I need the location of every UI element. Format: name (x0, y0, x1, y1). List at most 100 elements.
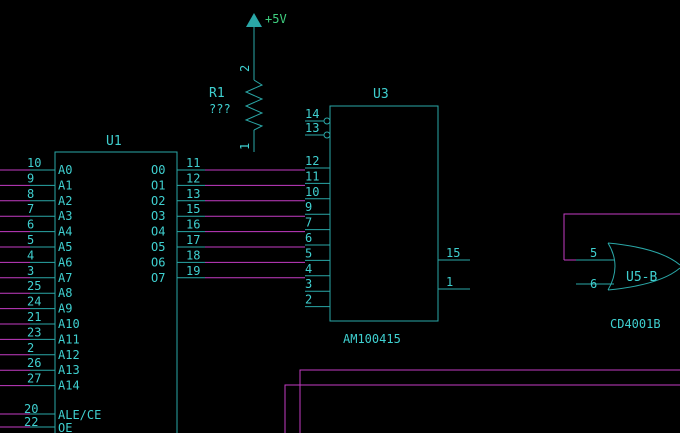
power-label: +5V (265, 12, 287, 26)
u1-pin-number: 24 (27, 295, 41, 309)
u3-pin-number: 14 (305, 107, 319, 121)
u1-pin-number: 18 (186, 248, 200, 262)
u3-left-pin-11[interactable]: 11 (305, 169, 330, 184)
u1-pin-name: A9 (58, 302, 72, 316)
u5-ref: U5-B (626, 270, 657, 285)
u3-right-pin-15[interactable]: 15 (438, 246, 470, 261)
u1-pin-name: O5 (151, 240, 165, 254)
u3-left-pin-10[interactable]: 10 (305, 185, 330, 200)
u3-pin-number: 9 (305, 200, 312, 214)
u3-ref: U3 (373, 87, 389, 102)
u3-pin-number: 10 (305, 185, 319, 199)
u1-pin-number: 26 (27, 356, 41, 370)
u3-pin-number: 3 (305, 277, 312, 291)
u1-pin-name: O7 (151, 271, 165, 285)
u1-pin-name: A10 (58, 317, 80, 331)
resistor-r1[interactable]: R1 ??? 2 1 (209, 60, 264, 152)
u1-pin-number: 7 (27, 202, 34, 216)
u3-right-pin-1[interactable]: 1 (438, 275, 470, 290)
u1-pin-name: O3 (151, 209, 165, 223)
inversion-bubble-icon (323, 131, 331, 139)
u3-top-pin-14[interactable]: 14 (305, 107, 331, 125)
wire-group (284, 213, 680, 433)
u1-pin-name: O0 (151, 163, 165, 177)
u1-pin-name: O2 (151, 194, 165, 208)
u3-left-pin-9[interactable]: 9 (305, 200, 330, 215)
u3-pin-number: 11 (305, 169, 319, 183)
inversion-bubble-icon (323, 117, 331, 125)
u3-left-pin-6[interactable]: 6 (305, 231, 330, 246)
u1-pin-name: A8 (58, 286, 72, 300)
u5-pin-a: 5 (590, 246, 597, 260)
u1-pin-name: A2 (58, 194, 72, 208)
u1-pin-number: 19 (186, 264, 200, 278)
r1-pin-top: 2 (238, 65, 252, 72)
u1-pin-number: 21 (27, 310, 41, 324)
u3-pin-number: 7 (305, 216, 312, 230)
power-arrow-icon (246, 13, 262, 27)
u3-left-pin-12[interactable]: 12 (305, 154, 330, 169)
gate-u5b[interactable]: 5 6 U5-B CD4001B (576, 242, 680, 331)
u1-pin-name: A5 (58, 240, 72, 254)
u5-part: CD4001B (610, 317, 661, 331)
u1-pin-number: 6 (27, 218, 34, 232)
u1-pin-name: O4 (151, 225, 165, 239)
u3-left-pin-2[interactable]: 2 (305, 293, 330, 308)
u1-pin-name: OE (58, 421, 72, 433)
u1-pin-number: 13 (186, 187, 200, 201)
u1-pin-number: 8 (27, 187, 34, 201)
u1-pin-number: 25 (27, 279, 41, 293)
u1-pin-name: A6 (58, 255, 72, 269)
u3-top-pin-13[interactable]: 13 (305, 121, 331, 139)
u1-pin-name: O6 (151, 255, 165, 269)
u3-left-pin-5[interactable]: 5 (305, 246, 330, 261)
u1-pin-name: A13 (58, 363, 80, 377)
u1-pin-number: 16 (186, 218, 200, 232)
u5-pin-b: 6 (590, 277, 597, 291)
u1-pin-number: 9 (27, 171, 34, 185)
u3-left-pin-3[interactable]: 3 (305, 277, 330, 292)
u3-part: AM100415 (343, 332, 401, 346)
u1-pin-name: ALE/CE (58, 408, 101, 422)
u3-pin-number: 4 (305, 262, 312, 276)
u3-pin-number: 6 (305, 231, 312, 245)
power-symbol[interactable]: +5V (246, 12, 287, 60)
r1-ref: R1 (209, 86, 225, 101)
u3-pin-number: 2 (305, 293, 312, 307)
u1-pin-name: A4 (58, 225, 72, 239)
u3-left-pin-4[interactable]: 4 (305, 262, 330, 277)
u1-pin-number: 3 (27, 264, 34, 278)
u3-pin-number: 13 (305, 121, 319, 135)
u3-left-pin-7[interactable]: 7 (305, 216, 330, 231)
u1-pin-number: 5 (27, 233, 34, 247)
r1-value: ??? (209, 102, 231, 116)
